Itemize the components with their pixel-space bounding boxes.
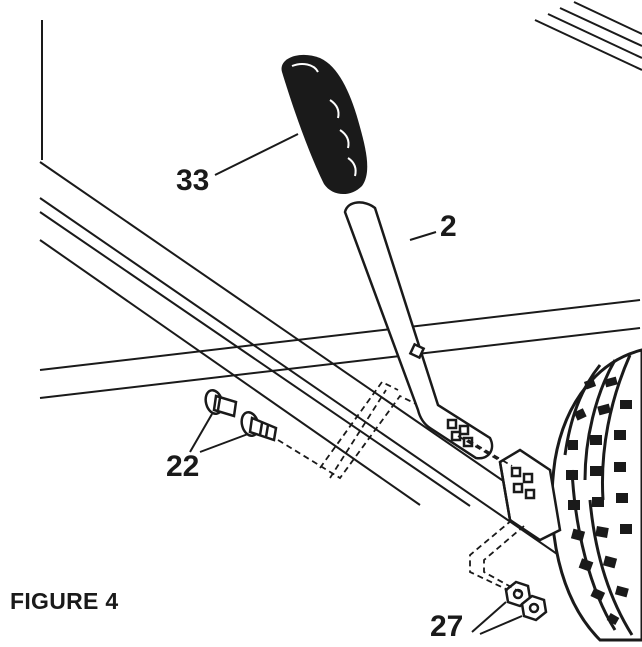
callout-2-handle: 2 xyxy=(440,210,457,243)
mounting-bracket xyxy=(498,448,562,542)
nuts xyxy=(504,580,548,622)
callout-22-bolts: 22 xyxy=(166,450,200,483)
handle-grip xyxy=(281,54,368,195)
deck-edge-lines xyxy=(41,1,642,160)
cross-bar xyxy=(39,299,641,399)
bolts xyxy=(204,388,278,442)
figure-caption: FIGURE 4 xyxy=(10,588,119,614)
leader-lines xyxy=(189,133,523,635)
callout-27-nuts: 27 xyxy=(430,610,464,643)
tire xyxy=(550,348,642,642)
callout-33-grip: 33 xyxy=(176,164,210,197)
frame-rails xyxy=(39,161,561,557)
assembly-dashed-lines xyxy=(277,380,525,593)
handle-bar xyxy=(343,201,494,460)
